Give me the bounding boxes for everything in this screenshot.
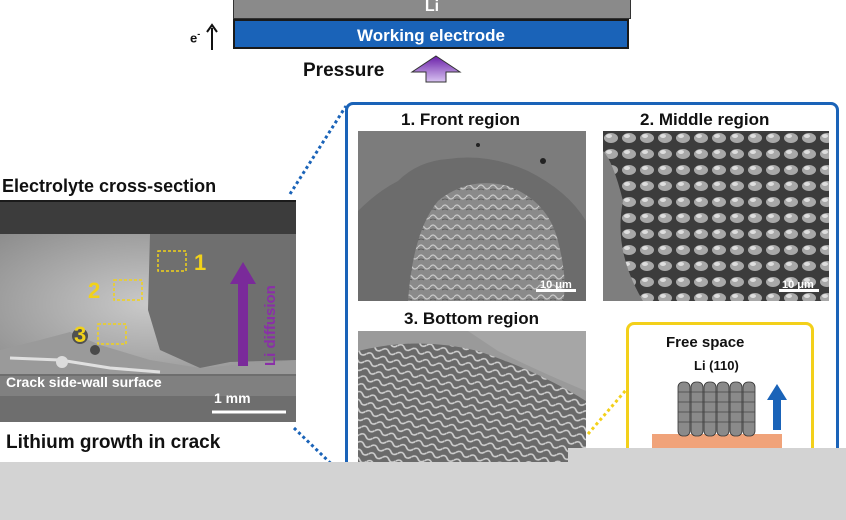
lithium-growth-title: Lithium growth in crack (6, 432, 221, 453)
li-diffusion-arrow-icon (230, 262, 256, 366)
growth-arrow-icon (767, 384, 787, 430)
li-diffusion-label: Li diffusion (262, 285, 279, 366)
free-space-connector (586, 389, 628, 435)
electrolyte-cross-section-title: Electrolyte cross-section (2, 176, 217, 196)
electron-label: e- (190, 29, 201, 46)
working-electrode-label: Working electrode (357, 26, 505, 45)
bottom-region-title: 3. Bottom region (404, 309, 540, 328)
middle-region-sem-image (603, 131, 829, 301)
front-region-sem-image (358, 131, 586, 301)
front-scale-label: 10 μm (540, 279, 572, 291)
working-electrode-layer: Working electrode (233, 19, 629, 49)
region-number-2: 2 (88, 278, 101, 303)
lithium-label: Li (424, 0, 440, 15)
scale-bar-label: 1 mm (214, 390, 251, 406)
gray-overlay-step (568, 448, 846, 464)
cross-section-micrograph (0, 200, 296, 422)
region-number-3: 3 (74, 322, 87, 347)
front-region-title: 1. Front region (401, 110, 520, 129)
region-box-3 (97, 323, 127, 345)
lithium-layer: Li (233, 0, 631, 19)
electron-up-arrow-icon (206, 23, 218, 50)
gray-overlay-band (0, 462, 846, 520)
middle-region-title: 2. Middle region (640, 110, 770, 129)
bottom-region-sem-image (358, 331, 586, 462)
crack-side-wall-label: Crack side-wall surface (6, 374, 162, 390)
middle-scale-label: 10 μm (782, 279, 814, 291)
pressure-arrow-icon (410, 55, 462, 83)
li110-label: Li (110) (694, 358, 739, 373)
region-number-1: 1 (194, 250, 207, 275)
pressure-label: Pressure (303, 60, 385, 81)
region-box-1 (157, 250, 187, 272)
free-space-title: Free space (666, 334, 745, 351)
region-box-2 (113, 279, 143, 301)
zoom-connector-lines (288, 105, 348, 480)
